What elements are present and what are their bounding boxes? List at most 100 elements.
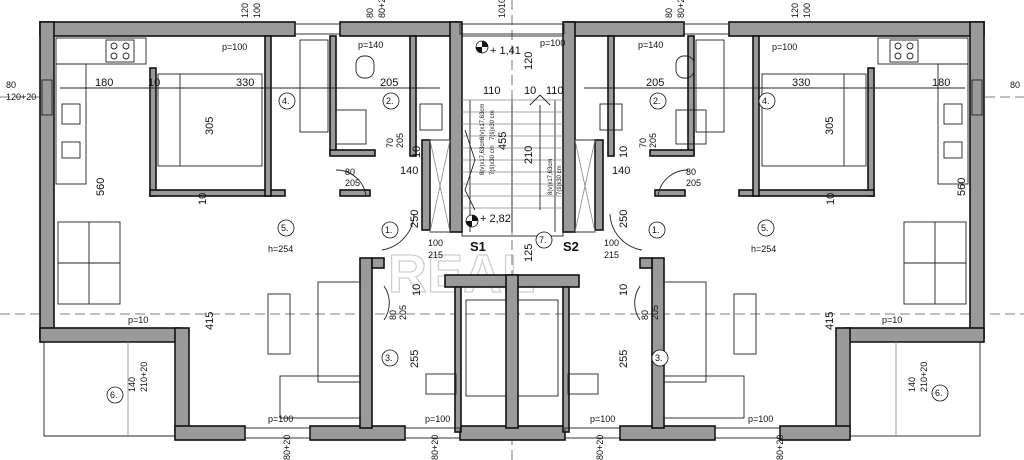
svg-text:215: 215 bbox=[604, 250, 619, 260]
room-number-3-left: 3. bbox=[385, 353, 393, 363]
stair-note-5: 8(v)x17,63cm bbox=[548, 159, 554, 195]
stair-note-1: 8(v)x17,63cm bbox=[480, 139, 486, 175]
svg-text:80: 80 bbox=[388, 310, 398, 320]
svg-text:215: 215 bbox=[428, 250, 443, 260]
svg-text:70: 70 bbox=[385, 138, 395, 148]
svg-text:250: 250 bbox=[618, 210, 630, 228]
svg-text:110: 110 bbox=[546, 85, 564, 97]
level-upper: + 1,41 bbox=[490, 45, 521, 57]
svg-text:140: 140 bbox=[612, 165, 630, 177]
room-number-7: 7. bbox=[539, 235, 547, 245]
svg-text:250: 250 bbox=[409, 210, 421, 228]
svg-text:80: 80 bbox=[1010, 80, 1020, 90]
svg-text:120: 120 bbox=[240, 3, 250, 18]
height-left: h=254 bbox=[268, 244, 293, 254]
svg-text:255: 255 bbox=[618, 350, 630, 368]
svg-text:205: 205 bbox=[380, 77, 398, 89]
svg-text:100: 100 bbox=[428, 238, 443, 248]
room-number-1-left: 1. bbox=[385, 225, 393, 235]
room-number-3-right: 3. bbox=[655, 353, 663, 363]
svg-text:10: 10 bbox=[825, 193, 837, 205]
svg-text:415: 415 bbox=[824, 312, 836, 330]
dimension-labels: 180 10 330 205 110 10 110 205 330 180 80… bbox=[6, 0, 1020, 460]
stair-note-4: 7(š)x30 cm bbox=[490, 110, 496, 140]
svg-text:10: 10 bbox=[411, 284, 423, 296]
svg-text:80+20: 80+20 bbox=[282, 435, 292, 460]
room-number-2-right: 2. bbox=[653, 96, 661, 106]
svg-text:455: 455 bbox=[497, 132, 509, 150]
stair-note-6: 7(š)x30 cm bbox=[557, 165, 563, 195]
room-number-4-left: 4. bbox=[282, 96, 290, 106]
svg-text:125: 125 bbox=[523, 244, 535, 262]
level-lower: + 2,82 bbox=[480, 213, 511, 225]
svg-text:p=140: p=140 bbox=[358, 40, 383, 50]
svg-text:255: 255 bbox=[409, 350, 421, 368]
svg-text:10: 10 bbox=[197, 193, 209, 205]
svg-text:80: 80 bbox=[640, 310, 650, 320]
svg-text:180: 180 bbox=[932, 77, 950, 89]
svg-text:80+20: 80+20 bbox=[377, 0, 387, 18]
svg-text:210: 210 bbox=[523, 146, 535, 164]
windows bbox=[41, 23, 983, 439]
svg-text:560: 560 bbox=[95, 178, 107, 196]
room-number-2-left: 2. bbox=[386, 96, 394, 106]
svg-text:120: 120 bbox=[523, 52, 535, 70]
svg-text:210+20: 210+20 bbox=[919, 362, 929, 392]
svg-text:205: 205 bbox=[395, 133, 405, 148]
svg-text:120: 120 bbox=[790, 3, 800, 18]
room-number-5-left: 5. bbox=[281, 223, 289, 233]
room-number-4-right: 4. bbox=[762, 96, 770, 106]
svg-text:100: 100 bbox=[604, 238, 619, 248]
svg-text:80+20: 80+20 bbox=[595, 435, 605, 460]
svg-text:p=100: p=100 bbox=[590, 414, 615, 424]
svg-text:140: 140 bbox=[907, 377, 917, 392]
svg-text:p=100: p=100 bbox=[222, 42, 247, 52]
svg-text:140: 140 bbox=[127, 377, 137, 392]
svg-text:205: 205 bbox=[646, 77, 664, 89]
furniture bbox=[55, 37, 969, 419]
svg-text:80: 80 bbox=[365, 8, 375, 18]
svg-text:80+20: 80+20 bbox=[430, 435, 440, 460]
stair-note-2: 7(š)x30 cm bbox=[490, 145, 496, 175]
svg-text:110: 110 bbox=[483, 85, 501, 97]
svg-text:100: 100 bbox=[252, 3, 262, 18]
svg-text:415: 415 bbox=[204, 312, 216, 330]
balconies bbox=[43, 341, 981, 437]
svg-text:210+20: 210+20 bbox=[139, 362, 149, 392]
svg-text:205: 205 bbox=[648, 133, 658, 148]
svg-text:120+20: 120+20 bbox=[6, 92, 36, 102]
svg-text:p=100: p=100 bbox=[425, 414, 450, 424]
svg-text:305: 305 bbox=[824, 117, 836, 135]
room-number-1-right: 1. bbox=[652, 225, 660, 235]
svg-text:p=10: p=10 bbox=[882, 315, 902, 325]
stair-label-right: S2 bbox=[563, 239, 579, 254]
svg-text:205: 205 bbox=[650, 305, 660, 320]
svg-text:p=100: p=100 bbox=[772, 42, 797, 52]
svg-text:10: 10 bbox=[618, 146, 630, 158]
svg-text:80: 80 bbox=[664, 8, 674, 18]
level-marker-lower: + 2,82 bbox=[465, 213, 511, 228]
svg-text:205: 205 bbox=[398, 305, 408, 320]
svg-text:10: 10 bbox=[148, 77, 160, 89]
svg-text:80+20: 80+20 bbox=[676, 0, 686, 18]
room-number-6-right: 6. bbox=[935, 388, 943, 398]
level-marker-upper: + 1,41 bbox=[475, 40, 521, 57]
svg-text:180: 180 bbox=[95, 77, 113, 89]
svg-text:305: 305 bbox=[204, 117, 216, 135]
svg-text:10: 10 bbox=[411, 146, 423, 158]
svg-text:p=100: p=100 bbox=[268, 414, 293, 424]
svg-text:560: 560 bbox=[956, 178, 968, 196]
svg-text:10: 10 bbox=[618, 284, 630, 296]
sill-labels: p=100 p=140 p=100 p=140 p=100 p=10 p=10 … bbox=[128, 38, 902, 424]
svg-text:205: 205 bbox=[686, 178, 701, 188]
svg-text:p=140: p=140 bbox=[638, 40, 663, 50]
height-right: h=254 bbox=[751, 244, 776, 254]
svg-text:80: 80 bbox=[6, 80, 16, 90]
walls bbox=[39, 21, 985, 441]
svg-text:140: 140 bbox=[400, 165, 418, 177]
room-number-6-left: 6. bbox=[110, 390, 118, 400]
svg-text:p=100: p=100 bbox=[748, 414, 773, 424]
svg-text:80: 80 bbox=[345, 167, 355, 177]
svg-text:80: 80 bbox=[686, 167, 696, 177]
